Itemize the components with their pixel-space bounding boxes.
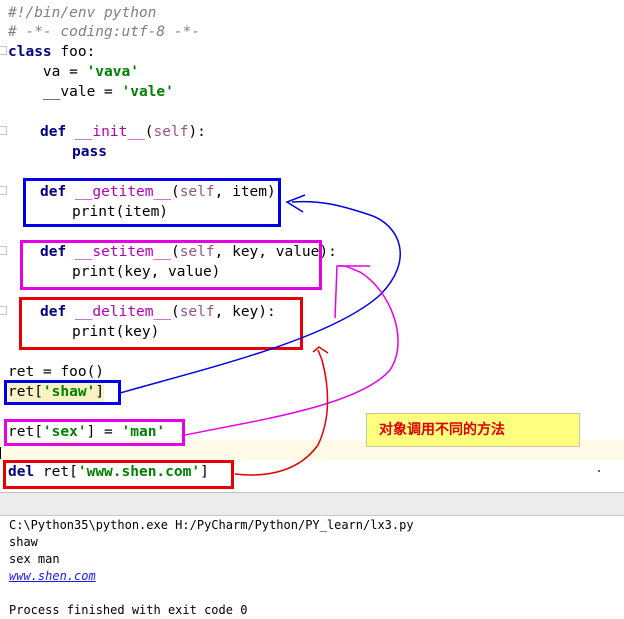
ret-set-key: 'sex'	[42, 424, 87, 440]
ret-set-line: ret['sex'] = 'man'	[8, 422, 165, 442]
def-keyword: def	[40, 244, 67, 260]
run-console[interactable]: C:\Python35\python.exe H:/PyCharm/Python…	[0, 516, 624, 618]
def-keyword: def	[40, 184, 67, 200]
fold-marker-icon[interactable]	[0, 306, 7, 315]
init-method-name: __init__	[74, 124, 145, 140]
getitem-args: , item):	[214, 184, 285, 200]
magenta-arrowhead	[334, 265, 370, 319]
ret-assignment-line: ret = foo()	[8, 364, 105, 380]
delitem-highlight-box	[19, 297, 303, 350]
panel-splitter[interactable]	[0, 492, 624, 516]
code-editor[interactable]: #!/bin/env python # -*- coding:utf-8 -*-…	[0, 0, 624, 492]
paren-close: ):	[188, 124, 206, 140]
init-def-line: def __init__(self):	[40, 122, 206, 142]
del-highlight-box	[3, 460, 234, 489]
ret-set-open: ret[	[8, 424, 43, 440]
console-command-line: C:\Python35\python.exe H:/PyCharm/Python…	[9, 518, 414, 532]
red-arrowhead	[312, 346, 329, 354]
annotation-note: 对象调用不同的方法	[366, 413, 580, 447]
self-param: self	[153, 124, 189, 140]
ret-set-mid: ] =	[86, 424, 122, 440]
pass-statement: pass	[72, 144, 107, 160]
console-output-link[interactable]: www.shen.com	[9, 569, 96, 583]
ret-get-close: ]	[95, 384, 105, 400]
magenta-arrow-path	[184, 265, 399, 436]
blue-arrowhead	[285, 194, 306, 213]
class-definition-line: class foo:	[8, 42, 95, 62]
def-keyword: def	[40, 124, 67, 140]
vale-name: __vale =	[8, 84, 122, 100]
fold-marker-icon[interactable]	[0, 186, 7, 195]
self-param: self	[179, 184, 215, 200]
ret-get-open: ret[	[8, 384, 43, 400]
class-name: foo:	[51, 44, 96, 60]
del-open: ret[	[34, 464, 78, 480]
ret-get-line: ret['shaw']	[8, 382, 105, 402]
fold-marker-icon[interactable]	[0, 46, 7, 55]
console-output-line: shaw	[9, 535, 38, 549]
del-key: 'www.shen.com'	[77, 464, 201, 480]
getitem-highlight-box	[23, 178, 281, 227]
del-close: ]	[200, 464, 209, 480]
fold-marker-icon[interactable]	[0, 246, 7, 255]
del-line: del ret['www.shen.com']	[8, 462, 209, 482]
vale-value: 'vale'	[121, 84, 174, 100]
class-keyword: class	[8, 44, 52, 60]
paren-open: (	[144, 124, 154, 140]
va-assignment-line: va = 'vava'	[8, 62, 139, 82]
va-value: 'vava'	[86, 64, 139, 80]
ret-set-value: 'man'	[121, 424, 166, 440]
getitem-method-name: __getitem__	[74, 184, 171, 200]
getitem-def-line: def __getitem__(self, item):	[40, 182, 284, 202]
text-cursor	[0, 447, 1, 459]
ret-set-highlight-box	[4, 419, 185, 446]
va-name: va =	[8, 64, 87, 80]
coding-line: # -*- coding:utf-8 -*-	[8, 24, 201, 40]
vale-assignment-line: __vale = 'vale'	[8, 82, 174, 102]
ret-get-key: 'shaw'	[42, 384, 96, 400]
setitem-highlight-box	[20, 240, 322, 290]
console-finish-line: Process finished with exit code 0	[9, 603, 248, 617]
del-keyword: del	[8, 464, 35, 480]
stray-dot	[598, 470, 600, 472]
fold-marker-icon[interactable]	[0, 126, 7, 135]
console-output-line: sex man	[9, 552, 60, 566]
paren-open: (	[170, 184, 180, 200]
def-keyword: def	[40, 304, 67, 320]
ret-get-highlight-box	[4, 380, 121, 405]
shebang-line: #!/bin/env python	[8, 5, 157, 21]
